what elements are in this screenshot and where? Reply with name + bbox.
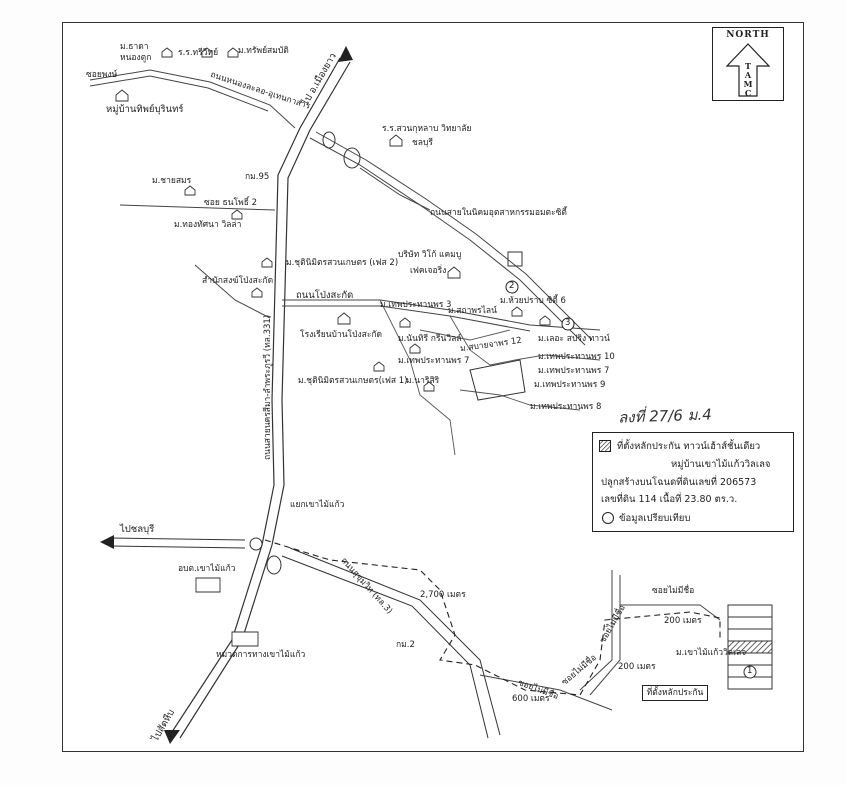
north-label: NORTH: [726, 30, 770, 40]
place-m-soppaya: ม.สถาพรไลน์: [448, 306, 497, 316]
landmark-symbols: [249, 131, 523, 575]
marker-2-number: 2: [509, 281, 515, 291]
hatched-square-icon: [599, 440, 611, 452]
local-roads: [379, 299, 601, 456]
legend-line-3: ปลูกสร้างบนโฉนดที่ดินเลขที่ 206573: [601, 477, 757, 488]
place-soi-wachirapong: ซอยพงษ์: [86, 70, 118, 80]
legend-line-1: ที่ตั้งหลักประกัน ทาวน์เฮ้าส์ชั้นเดียว: [617, 441, 761, 452]
km2-label: กม.2: [396, 640, 415, 650]
place-chonburi-school: ชลบุรี: [412, 138, 433, 148]
place-m-nanthiri: ม.นันทิรี กรีนวิลล์: [398, 334, 462, 344]
arrow-west-sukhumvit: [100, 535, 114, 549]
north-letter-1: T: [745, 61, 751, 71]
marker-1-number: 1: [747, 666, 753, 676]
inset-location-tag: ที่ตั้งหลักประกัน: [642, 685, 708, 701]
place-company-sub: เฟคเจอริ่ง: [410, 266, 447, 276]
top-roads: [89, 69, 601, 332]
place-khao-mai-kaew-junction: แยกเขาไม้แก้ว: [290, 500, 345, 510]
inset-roads: [479, 570, 721, 711]
place-m-thepprathan10: ม.เทพประทานพร 10: [538, 352, 615, 362]
place-soi-thanapho: ซอย ธนโพธิ์ 2: [204, 198, 258, 208]
legend-line-2: หมู่บ้านเขาไม้แก้ววิลเลจ: [671, 459, 771, 470]
place-m-thepprathan7a: ม.เทพประทานพร 7: [398, 356, 470, 366]
housing-block: [469, 359, 526, 401]
legend-box: ที่ตั้งหลักประกัน ทาวน์เฮ้าส์ชั้นเดียว ห…: [592, 432, 794, 532]
handwritten-annotation: ลงที่ 27/6 ม.4: [617, 405, 713, 427]
place-m-srisomsuk: ม.ทรัพย์สมบัติ: [238, 46, 289, 56]
north-indicator: NORTH T A M C: [712, 27, 784, 101]
north-letters: T A M C: [713, 62, 783, 98]
place-m-khao-mai-kaew-village: ม.เขาไม้แก้ววิลเลจ: [676, 648, 747, 658]
inset-marker-circle: [743, 665, 757, 679]
place-obt-khao-mai-kaew: อบต.เขาไม้แก้ว: [178, 564, 236, 574]
place-m-chutinmit1: ม.ชุตินิมิตรสวนเกษตร(เฟส 1): [298, 376, 408, 386]
place-nong-tuk: หนองตูก: [120, 53, 152, 63]
arrow-north-highway: [338, 46, 353, 62]
place-m-chutinmit2: ม.ชุตินิมิตรสวนเกษตร (เฟส 2): [286, 258, 399, 268]
highway-name-label: ถนนสายนครสีมา-ลำพระภูรวี (ทล.331): [263, 314, 273, 460]
circle-icon: [602, 512, 614, 524]
legend-line-5: ข้อมูลเปรียบเทียบ: [619, 513, 691, 524]
place-m-thepprathan3: ม.เทพประทานพร 3: [380, 300, 452, 310]
north-letter-4: C: [744, 88, 752, 98]
place-m-thakha: ม.ธาดา: [120, 42, 149, 52]
industrial-road-label: ถนนสายในนิคมอุตสาหกรรมอมตะซิตี้: [430, 208, 567, 218]
north-arrow-icon: [725, 43, 771, 97]
legend-line-4: เลขที่ดิน 114 เนื้อที่ 23.80 ตร.ว.: [601, 494, 738, 505]
place-m-thepprathan7b: ม.เทพประทานพร 7: [538, 366, 610, 376]
km95-label: กม.95: [245, 172, 270, 182]
place-rr-tha-ruu: ร.ร.ทรีวิทย์: [178, 48, 219, 58]
marker-3-circle: [561, 317, 575, 331]
place-soi-mai-chue-1: ซอยไม่มีชื่อ: [652, 586, 695, 596]
marker-3-number: 3: [565, 318, 571, 328]
distance-600: 600 เมตร: [512, 694, 550, 704]
inset-target-parcel: [727, 640, 773, 654]
north-letter-3: M: [743, 79, 753, 89]
place-m-huai-prab: ม.ห้วยปราบ ซิตี้ 6: [500, 296, 566, 306]
north-letter-2: A: [744, 70, 752, 80]
place-m-thongthana: ม.ทองทัศนา วิลล่า: [174, 220, 242, 230]
arrow-south-highway: [164, 730, 180, 744]
place-m-narisiri: ม.นาริสิริ: [406, 376, 440, 386]
place-m-banthippurin: หมู่บ้านทิพย์บุรินทร์: [106, 104, 184, 115]
place-m-lerdsaksri: ม.เลอะ สปริง ทาวน์: [538, 334, 610, 344]
place-m-chaisamorn: ม.ชายสมร: [152, 176, 192, 186]
distance-2700: 2,700 เมตร: [420, 590, 466, 600]
main-highway: [169, 57, 351, 739]
to-chonburi-label: ไปชลบุรี: [120, 524, 155, 535]
place-m-thepprathan8: ม.เทพประทานพร 8: [530, 402, 602, 412]
distance-200-b: 200 เมตร: [618, 662, 656, 672]
place-m-thepprathan9: ม.เทพประทานพร 9: [534, 380, 606, 390]
place-rr-suan-kularb: ร.ร.สวนกุหลาบ วิทยาลัย: [382, 124, 472, 134]
distance-200-a: 200 เมตร: [664, 616, 702, 626]
marker-2-circle: [505, 280, 519, 294]
place-office-pongsakit: สำนักสงฆ์โป่งสะกัด: [202, 276, 274, 286]
sukhumvit-road: [109, 537, 501, 739]
house-icons: [115, 47, 551, 647]
place-school-pongsakit: โรงเรียนบ้านโป่งสะกัด: [300, 330, 383, 340]
industrial-road: [309, 131, 593, 346]
place-company-name: บริษัท วิโก้ แคมบู: [398, 250, 462, 260]
place-highway-office: หมวดการทางเขาไม้แก้ว: [216, 650, 306, 660]
route-dashed: [264, 539, 721, 696]
pongsakit-road-label: ถนนโป่งสะกัด: [296, 290, 354, 301]
